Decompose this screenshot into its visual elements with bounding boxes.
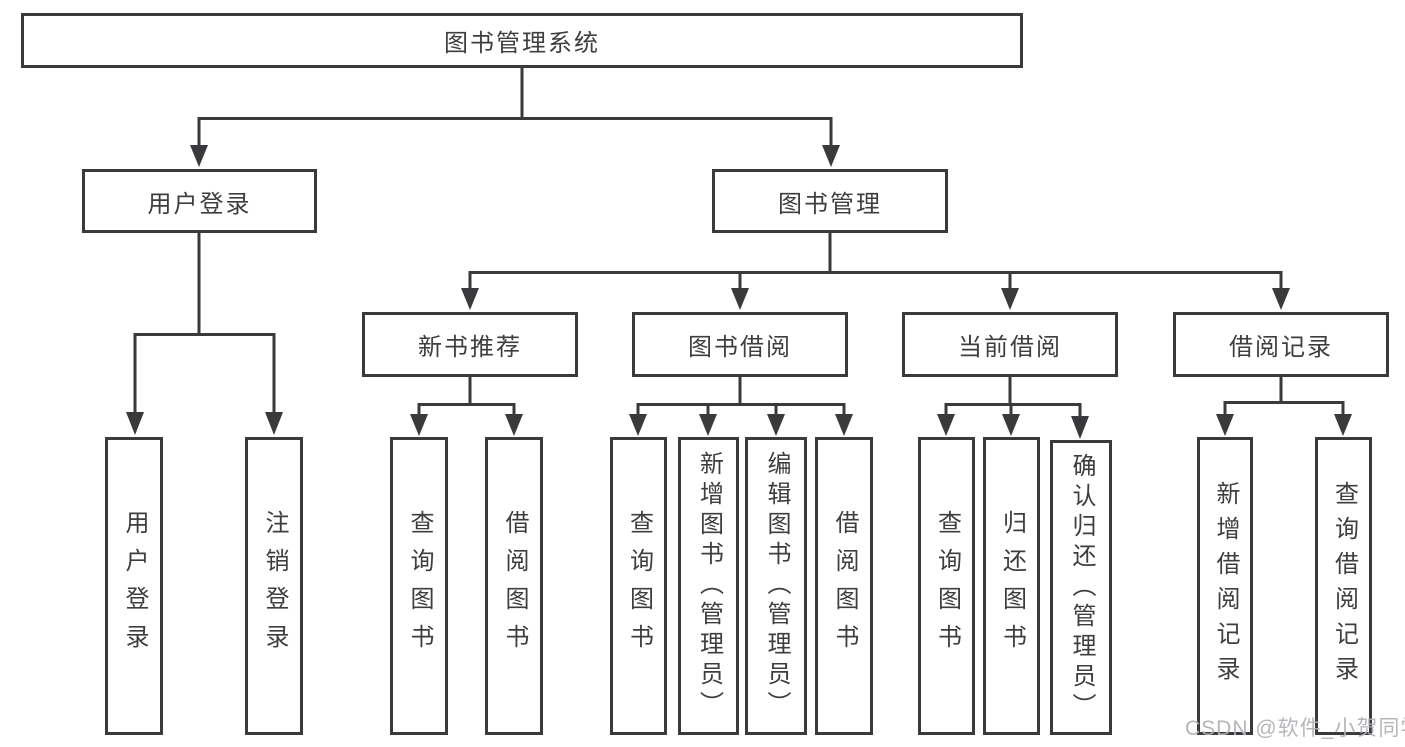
arrowhead — [699, 414, 717, 436]
connector-borrow-records-children — [1216, 377, 1352, 436]
leaf-borrow-books: 借阅图书 — [815, 437, 873, 735]
leaf-return-books-label: 归还图书 — [998, 510, 1026, 662]
csdn-watermark: CSDN @软件_小贺同学 — [1185, 717, 1405, 740]
node-book-borrow-label: 图书借阅 — [688, 334, 792, 361]
node-book-management: 图书管理 — [712, 169, 948, 233]
arrowhead — [629, 414, 647, 436]
leaf-add-borrow-record-label: 新增借阅记录 — [1212, 481, 1239, 691]
leaf-borrow-books-recommend: 借阅图书 — [485, 437, 543, 735]
leaf-query-books-borrow: 查询图书 — [610, 437, 667, 735]
node-library-system-label: 图书管理系统 — [444, 30, 600, 57]
node-borrow-records: 借阅记录 — [1173, 312, 1389, 377]
leaf-user-login: 用户登录 — [105, 437, 163, 735]
leaf-add-borrow-record: 新增借阅记录 — [1197, 437, 1253, 735]
node-borrow-records-label: 借阅记录 — [1229, 334, 1333, 361]
leaf-query-books-borrow-label: 查询图书 — [625, 510, 653, 662]
node-user-login-label: 用户登录 — [147, 190, 252, 218]
connector-book-borrow-children — [629, 377, 853, 436]
leaf-user-login-label: 用户登录 — [121, 510, 148, 662]
node-book-management-label: 图书管理 — [778, 190, 882, 218]
connector-book-management-children — [461, 233, 1290, 310]
arrowhead — [822, 145, 840, 167]
leaf-edit-books-admin: 编辑图书（管理员） — [745, 437, 807, 735]
leaf-borrow-books-recommend-label: 借阅图书 — [501, 510, 528, 662]
arrowhead — [937, 414, 955, 436]
arrowhead — [731, 288, 749, 310]
node-new-book-recommend: 新书推荐 — [362, 312, 578, 377]
arrowhead — [410, 414, 428, 436]
leaf-query-borrow-record: 查询借阅记录 — [1315, 437, 1372, 735]
node-book-borrow: 图书借阅 — [632, 312, 848, 377]
node-library-system: 图书管理系统 — [21, 13, 1023, 68]
arrowhead — [1002, 414, 1020, 436]
leaf-query-books-recommend-label: 查询图书 — [406, 510, 433, 662]
leaf-add-books-admin-label: 新增图书（管理员） — [695, 451, 723, 721]
leaf-add-books-admin: 新增图书（管理员） — [678, 437, 739, 735]
node-new-book-recommend-label: 新书推荐 — [418, 334, 522, 361]
node-current-borrow: 当前借阅 — [902, 312, 1118, 377]
arrowhead — [461, 288, 479, 310]
connector-root-to-level2 — [190, 68, 840, 167]
arrowhead — [767, 414, 785, 436]
arrowhead — [126, 412, 144, 435]
leaf-return-books: 归还图书 — [983, 437, 1040, 735]
arrowhead — [1216, 414, 1234, 436]
node-user-login: 用户登录 — [82, 169, 317, 233]
leaf-edit-books-admin-label: 编辑图书（管理员） — [763, 451, 790, 721]
leaf-query-books-recommend: 查询图书 — [390, 437, 448, 735]
leaf-logout-label: 注销登录 — [261, 510, 288, 662]
node-current-borrow-label: 当前借阅 — [958, 334, 1062, 361]
arrowhead — [1272, 288, 1290, 310]
leaf-logout: 注销登录 — [245, 437, 303, 735]
leaf-query-books-current: 查询图书 — [918, 437, 975, 735]
arrowhead — [1001, 288, 1019, 310]
arrowhead — [835, 414, 853, 436]
arrowhead — [190, 145, 208, 167]
leaf-query-books-current-label: 查询图书 — [933, 510, 961, 662]
connector-current-borrow-children — [937, 377, 1089, 439]
leaf-query-borrow-record-label: 查询借阅记录 — [1330, 481, 1358, 691]
leaf-confirm-return-admin-label: 确认归还（管理员） — [1068, 452, 1095, 723]
arrowhead — [1334, 414, 1352, 436]
arrowhead — [265, 412, 283, 435]
connector-new-book-recommend-children — [410, 377, 523, 436]
leaf-borrow-books-label: 借阅图书 — [831, 510, 858, 662]
leaf-confirm-return-admin: 确认归还（管理员） — [1050, 440, 1112, 735]
arrowhead — [1071, 416, 1089, 439]
arrowhead — [505, 414, 523, 436]
connector-user-login-children — [126, 233, 283, 435]
